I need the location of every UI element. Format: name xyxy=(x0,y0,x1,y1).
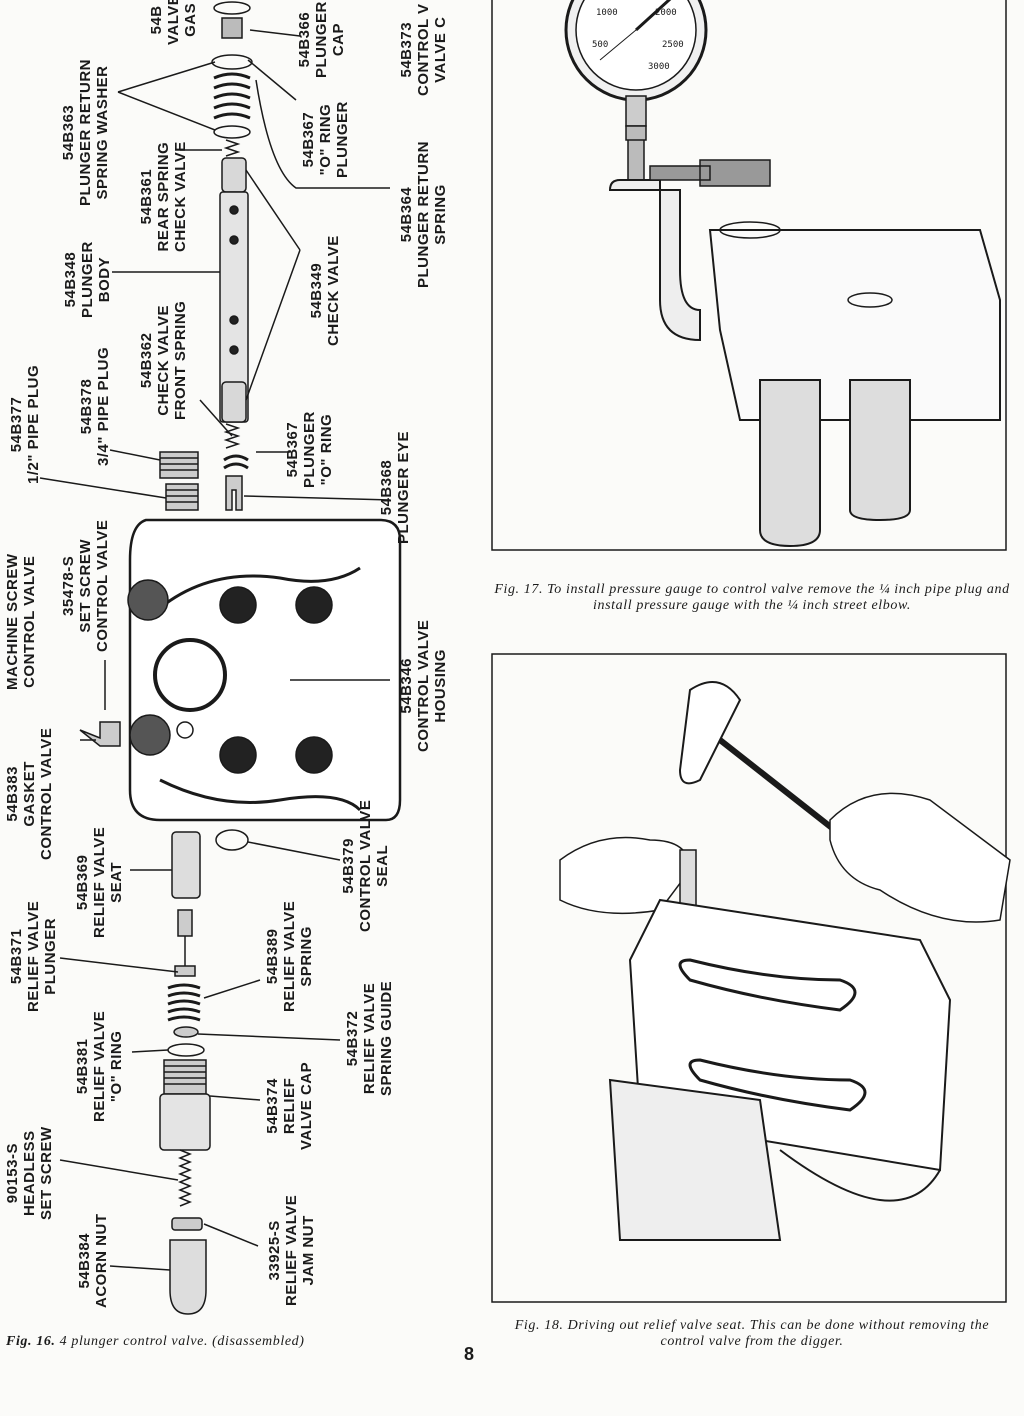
label-spring-guide: 54B372 RELIEF VALVE SPRING GUIDE xyxy=(344,980,395,1096)
gauge-mark-3000: 3000 xyxy=(648,62,670,72)
gauge-mark-2000: 2000 xyxy=(655,8,677,18)
seal-part xyxy=(215,829,249,851)
label-front-spring: 54B362 CHECK VALVE FRONT SPRING xyxy=(138,300,189,420)
plunger-cap-part xyxy=(221,17,243,39)
label-rear-spring: 54B361 REAR SPRING CHECK VALVE xyxy=(138,141,189,252)
check-valve-lower-part xyxy=(221,381,247,423)
relief-spring-part xyxy=(167,983,201,1022)
label-valve-seal: 54B379 CONTROL VALVE SEAL xyxy=(340,799,391,932)
vise xyxy=(608,1078,782,1241)
label-gasket: 54B383 GASKET CONTROL VALVE xyxy=(4,727,55,860)
label-return-spring-washer: 54B363 PLUNGER RETURN SPRING WASHER xyxy=(60,58,111,206)
label-acorn-nut: 54B384 ACORN NUT xyxy=(76,1213,110,1309)
check-valve-top-part xyxy=(221,157,247,193)
street-elbow xyxy=(608,179,701,342)
label-plunger-body: 54B348 PLUNGER BODY xyxy=(62,241,113,318)
relief-cap-part xyxy=(163,1059,207,1095)
acorn-nut-part xyxy=(169,1239,207,1315)
relief-seat-part xyxy=(171,831,201,899)
gauge-mark-500: 500 xyxy=(592,40,609,50)
label-machine-screw: MACHINE SCREW CONTROL VALVE xyxy=(4,553,38,691)
housing-port-1 xyxy=(127,579,169,621)
right-hand xyxy=(829,792,1011,923)
label-relief-plunger: 54B371 RELIEF VALVE PLUNGER xyxy=(8,900,59,1012)
jam-nut-part xyxy=(171,1217,203,1231)
gauge-mark-2500: 2500 xyxy=(662,40,684,50)
label-headless-screw: 90153-S HEADLESS SET SCREW xyxy=(4,1126,55,1220)
label-jam-nut: 33925-S RELIEF VALVE JAM NUT xyxy=(266,1194,317,1306)
figure-17-drawing xyxy=(491,0,1007,551)
figure-16-caption-text: 4 plunger control valve. (disassembled) xyxy=(59,1334,305,1349)
gauge-mark-1000: 1000 xyxy=(596,8,618,18)
label-gasket-top: 54B VALVE GAS xyxy=(148,0,199,45)
control-valve-housing xyxy=(128,518,402,822)
o-ring-part xyxy=(223,454,249,470)
label-o-ring-plunger-bottom: 54B367 PLUNGER "O" RING xyxy=(284,411,335,488)
label-plunger-cap: 54B366 PLUNGER CAP xyxy=(296,1,347,78)
label-relief-spring: 54B389 RELIEF VALVE SPRING xyxy=(264,900,315,1012)
label-relief-cap: 54B374 RELIEF VALVE CAP xyxy=(264,1061,315,1150)
pipe-plug-12-part xyxy=(165,483,199,511)
figure-16-caption-prefix: Fig. 16. xyxy=(6,1334,56,1349)
washer-part xyxy=(211,54,253,70)
relief-plunger-part xyxy=(177,909,193,937)
figure-16-caption: Fig. 16. 4 plunger control valve. (disas… xyxy=(6,1334,476,1350)
headless-screw-part xyxy=(177,1149,193,1207)
hammer xyxy=(678,681,742,785)
label-set-screw: 35478-S SET SCREW CONTROL VALVE xyxy=(60,519,111,652)
washer-part-2 xyxy=(213,125,251,139)
label-o-ring-plunger-top: 54B367 "O" RING PLUNGER xyxy=(300,101,351,178)
relief-o-ring-part xyxy=(167,1043,205,1057)
rear-spring-part xyxy=(223,139,241,157)
gasket-part xyxy=(213,1,251,15)
label-relief-o-ring: 54B381 RELIEF VALVE "O" RING xyxy=(74,1010,125,1122)
figure-18-drawing xyxy=(491,653,1011,1303)
figure-18-caption: Fig. 18. Driving out relief valve seat. … xyxy=(514,1318,990,1349)
label-relief-seat: 54B369 RELIEF VALVE SEAT xyxy=(74,826,125,938)
label-check-valve: 54B349 CHECK VALVE xyxy=(308,235,342,346)
plunger-eye-part xyxy=(225,475,243,511)
label-pipe-plug-34: 54B378 3/4" PIPE PLUG xyxy=(78,346,112,466)
label-plunger-eye: 54B368 PLUNGER EYE xyxy=(378,430,412,544)
page-number: 8 xyxy=(464,1344,475,1364)
return-spring-part xyxy=(213,72,251,120)
pipe-plug-34-part xyxy=(159,451,199,479)
label-housing: 54B346 CONTROL VALVE HOUSING xyxy=(398,619,449,752)
housing-port-2 xyxy=(129,714,171,756)
front-spring-part xyxy=(223,423,241,449)
figure-17-caption: Fig. 17. To install pressure gauge to co… xyxy=(494,582,1010,613)
label-pipe-plug-12: 54B377 1/2" PIPE PLUG xyxy=(8,364,42,484)
label-control-valve-cap: 54B373 CONTROL V VALVE C xyxy=(398,3,449,96)
label-return-spring: 54B364 PLUNGER RETURN SPRING xyxy=(398,140,449,288)
